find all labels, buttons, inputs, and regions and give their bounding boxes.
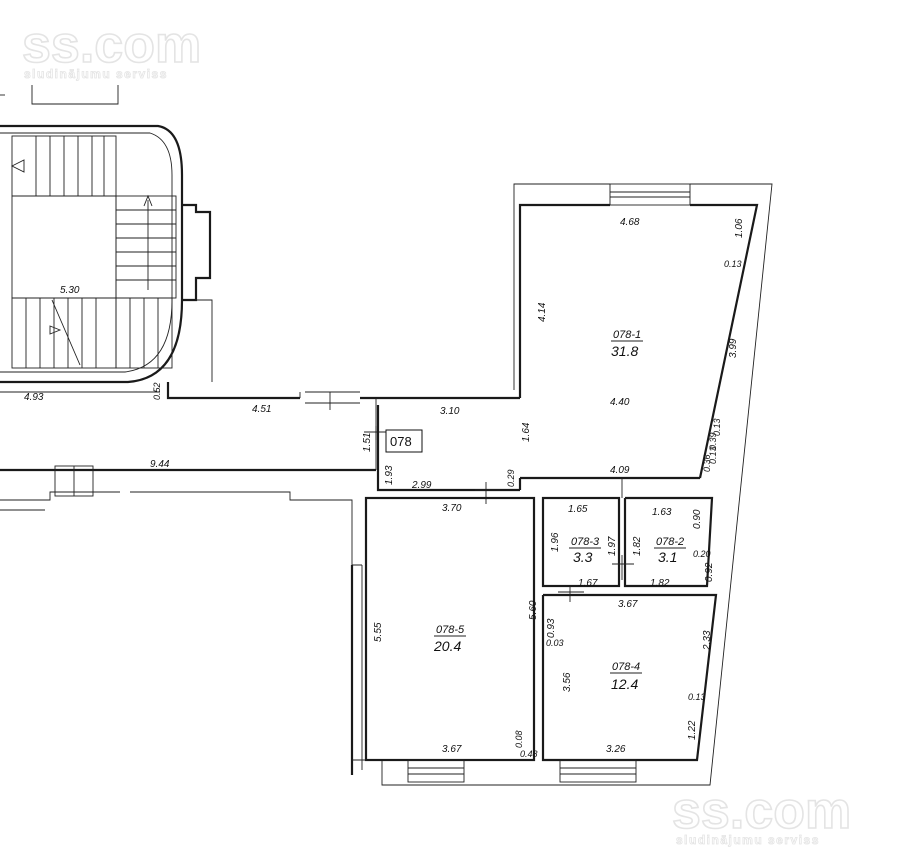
dim-label: 5.60 (528, 600, 539, 620)
corridor (0, 382, 520, 775)
room-labels: 078-1 31.8 078-2 3.1 078-3 3.3 078-4 12.… (433, 329, 686, 692)
room-area-078-5: 20.4 (433, 638, 461, 654)
room-id-078-5: 078-5 (436, 624, 465, 636)
room-area-078-1: 31.8 (611, 343, 638, 359)
dim-label: 0.48 (520, 749, 538, 759)
dim-label: 1.51 (362, 433, 373, 452)
room-area-078-4: 12.4 (611, 676, 638, 692)
room-area-078-3: 3.3 (573, 549, 593, 565)
dim-label: 1.06 (734, 218, 745, 238)
dim-label: 9.44 (150, 459, 170, 470)
watermark-top: ss.com sludinājumu serviss (21, 15, 202, 81)
dim-label: 0.20 (693, 549, 711, 559)
dim-label: 1.63 (652, 507, 672, 518)
dim-label: 1.22 (687, 720, 698, 740)
dim-label: 0.36 (702, 454, 712, 472)
dim-label: 4.14 (537, 302, 548, 322)
dim-label: 4.93 (24, 392, 44, 403)
dim-label: 0.52 (152, 382, 162, 400)
watermark-tagline-top: sludinājumu serviss (24, 67, 168, 81)
dim-label: 4.51 (252, 404, 271, 415)
dim-label: 0.13 (712, 418, 722, 436)
dim-label: 3.99 (728, 338, 739, 358)
dim-label: 1.64 (521, 422, 532, 442)
dim-label: 0.39 (708, 432, 718, 450)
room-id-078-4: 078-4 (612, 661, 640, 673)
watermark-logo-top: ss.com (22, 16, 201, 74)
dim-label: 1.96 (550, 532, 561, 552)
stair-core (0, 85, 213, 384)
room-id-078-3: 078-3 (571, 536, 600, 548)
unit-078-walls (352, 183, 773, 786)
room-id-078-1: 078-1 (613, 329, 641, 341)
dim-label: 3.56 (562, 672, 573, 692)
dim-label: 5.55 (373, 622, 384, 642)
dim-label: 3.70 (442, 503, 462, 514)
dim-label: 0.08 (514, 730, 524, 748)
watermark-bottom: ss.com sludinājumu serviss (671, 781, 852, 847)
dim-label: 1.97 (607, 536, 618, 556)
dim-label: 0.13 (708, 446, 718, 464)
dim-label: 3.67 (618, 599, 638, 610)
dim-label: 0.90 (692, 509, 703, 529)
dim-label: 3.26 (606, 744, 626, 755)
dim-label: 4.40 (610, 397, 630, 408)
dim-label: 2.99 (411, 480, 432, 491)
dim-label: 0.13 (724, 259, 742, 269)
room-area-078-2: 3.1 (658, 549, 677, 565)
dimensions: 4.68 1.06 0.13 4.14 3.99 4.40 0.13 0.39 … (24, 217, 745, 759)
dim-label: 1.65 (568, 504, 588, 515)
dim-label: 3.10 (440, 406, 460, 417)
dim-label: 1.82 (650, 578, 670, 589)
unit-label: 078 (390, 434, 412, 449)
unit-label-box (385, 429, 423, 453)
dim-label: 4.09 (610, 465, 630, 476)
watermark-logo-bottom: ss.com (672, 782, 851, 840)
dim-label: 0.13 (688, 692, 706, 702)
dim-label: 0.29 (506, 469, 516, 487)
dim-label: 1.67 (578, 578, 598, 589)
dim-label: 1.93 (384, 465, 395, 485)
dim-label: 4.68 (620, 217, 640, 228)
dim-label: 0.03 (546, 638, 564, 648)
dim-label: 1.82 (632, 536, 643, 556)
dim-label: 2.33 (702, 630, 713, 651)
dim-label: 0.92 (704, 562, 715, 582)
room-id-078-2: 078-2 (656, 536, 684, 548)
dim-label: 5.30 (60, 285, 80, 296)
dim-label: 0.93 (546, 618, 557, 638)
dim-label: 3.67 (442, 744, 462, 755)
watermark-tagline-bottom: sludinājumu serviss (676, 833, 820, 847)
